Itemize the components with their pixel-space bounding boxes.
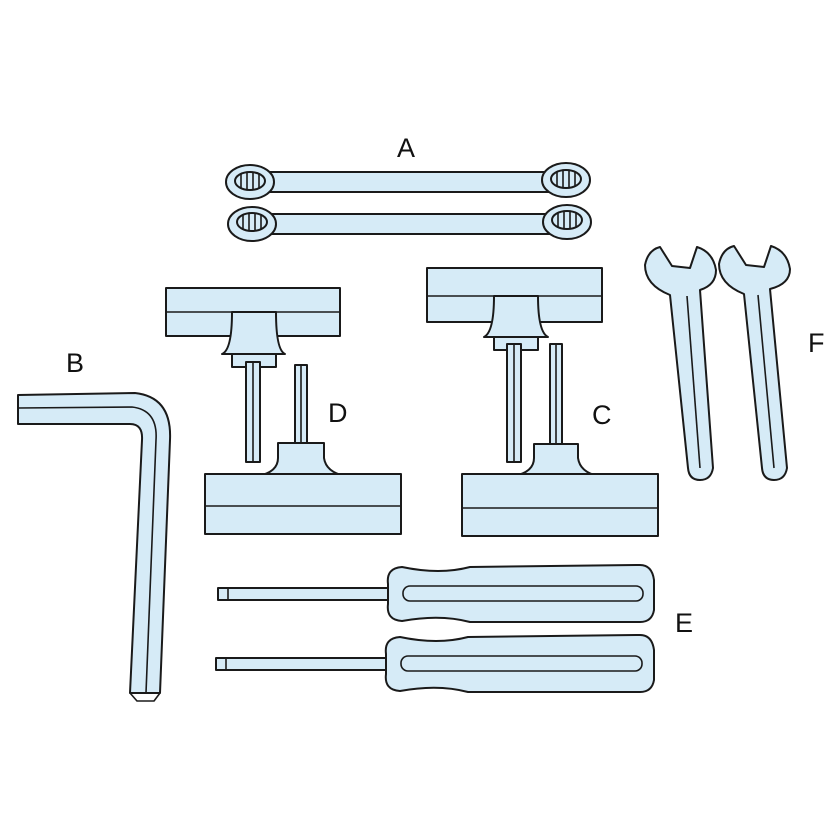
screwdriver-top [217,564,655,623]
t-handle-driver-set-c [426,267,659,537]
label-a: A [397,133,415,163]
label-c: C [592,400,612,430]
screwdriver-bottom [215,634,655,693]
label-f: F [808,328,825,358]
label-b: B [66,348,84,378]
ring-spanner-top [225,162,591,200]
t-handle-driver-d-lower [204,364,402,535]
label-d: D [328,398,348,428]
t-handle-driver-set-d [165,287,402,535]
open-end-spanner-left [644,246,717,481]
t-handle-driver-c-upper [426,267,603,463]
t-handle-driver-d-upper [165,287,341,463]
open-end-spanner-right [718,245,791,481]
open-end-spanner-set-f [644,245,791,481]
t-handle-driver-c-lower [461,343,659,537]
ring-spanner-bottom [227,204,592,242]
screwdriver-set-e [215,564,655,693]
label-e: E [675,608,693,638]
hex-key-b [17,392,172,702]
ring-spanner-set-a [225,162,592,242]
